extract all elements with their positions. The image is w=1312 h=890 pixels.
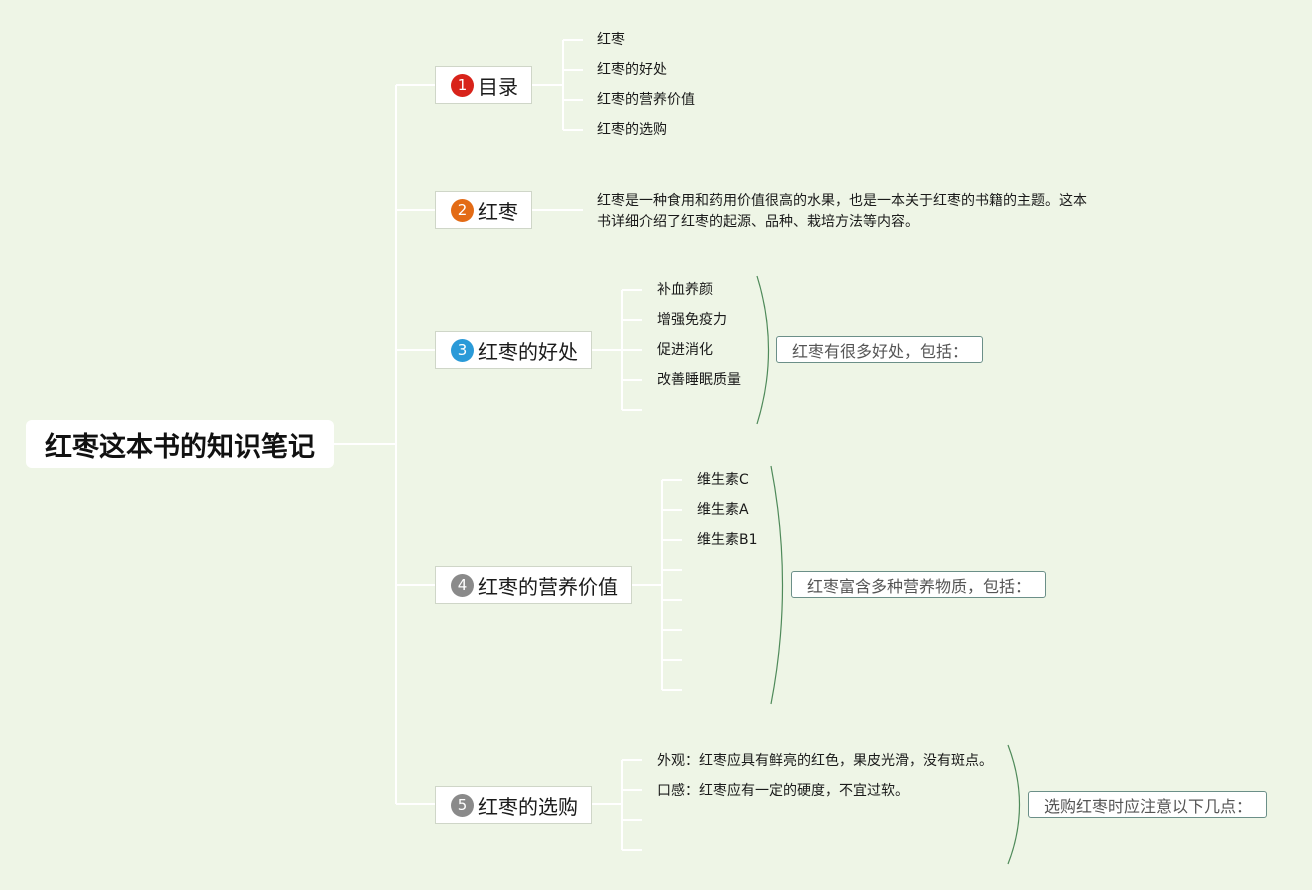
benefit-item[interactable]: 促进消化: [657, 342, 713, 358]
topic-label: 目录: [478, 74, 518, 99]
nutrition-item[interactable]: 维生素B1: [697, 532, 758, 548]
number-2-icon: 2: [451, 198, 474, 222]
nutrition-item[interactable]: 维生素A: [697, 502, 749, 518]
summary-text: 选购红枣时应注意以下几点：: [1044, 796, 1253, 816]
topic-label: 红枣的选购: [478, 794, 578, 819]
nutrition-bracket: [770, 465, 784, 705]
benefit-item[interactable]: 增强免疫力: [657, 312, 727, 328]
nutrition-item[interactable]: 维生素C: [697, 472, 749, 488]
number-1-icon: 1: [451, 73, 474, 97]
number-5-icon: 5: [451, 793, 474, 817]
jujube-description[interactable]: 红枣是一种食用和药用价值很高的水果，也是一本关于红枣的书籍的主题。这本书详细介绍…: [597, 193, 1087, 230]
nutrition-summary[interactable]: 红枣富含多种营养物质，包括：: [791, 571, 1046, 598]
toc-item[interactable]: 红枣的好处: [597, 62, 667, 78]
benefit-item[interactable]: 补血养颜: [657, 282, 713, 298]
selection-summary[interactable]: 选购红枣时应注意以下几点：: [1028, 791, 1267, 818]
topic-label: 红枣: [478, 199, 518, 224]
topic-label: 红枣的好处: [478, 339, 578, 364]
topic-selection[interactable]: 5 红枣的选购: [435, 786, 592, 824]
selection-item[interactable]: 口感：红枣应有一定的硬度，不宜过软。: [657, 783, 909, 799]
benefits-summary[interactable]: 红枣有很多好处，包括：: [776, 336, 983, 363]
toc-item[interactable]: 红枣: [597, 32, 625, 48]
root-node[interactable]: 红枣这本书的知识笔记: [26, 420, 334, 468]
topic-jujube[interactable]: 2 红枣: [435, 191, 532, 229]
benefit-item[interactable]: 改善睡眠质量: [657, 372, 741, 388]
topic-label: 红枣的营养价值: [478, 574, 618, 599]
summary-text: 红枣富含多种营养物质，包括：: [807, 576, 1032, 596]
toc-item[interactable]: 红枣的选购: [597, 122, 667, 138]
topic-toc[interactable]: 1 目录: [435, 66, 532, 104]
summary-text: 红枣有很多好处，包括：: [792, 341, 969, 361]
selection-bracket: [1007, 744, 1021, 865]
number-4-icon: 4: [451, 573, 474, 597]
topic-nutrition[interactable]: 4 红枣的营养价值: [435, 566, 632, 604]
benefits-bracket: [756, 275, 770, 425]
root-title: 红枣这本书的知识笔记: [45, 431, 315, 463]
selection-item[interactable]: 外观：红枣应具有鲜亮的红色，果皮光滑，没有斑点。: [657, 753, 993, 769]
toc-item[interactable]: 红枣的营养价值: [597, 92, 695, 108]
number-3-icon: 3: [451, 338, 474, 362]
topic-benefits[interactable]: 3 红枣的好处: [435, 331, 592, 369]
